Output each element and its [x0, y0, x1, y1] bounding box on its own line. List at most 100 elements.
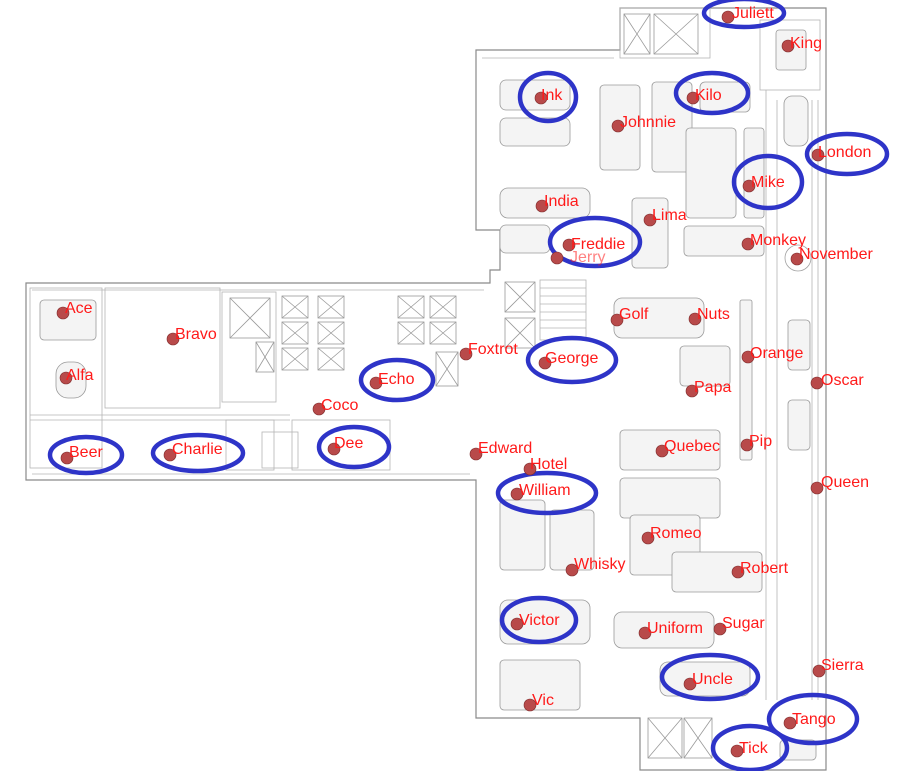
highlight-juliett — [701, 0, 787, 30]
marker-vic[interactable] — [523, 698, 537, 712]
label-nuts: Nuts — [697, 306, 730, 323]
highlight-beer — [47, 434, 125, 476]
highlight-george — [525, 335, 619, 385]
marker-alfa[interactable] — [59, 371, 73, 385]
label-george: George — [545, 350, 598, 367]
highlight-william — [495, 470, 599, 516]
label-johnnie: Johnnie — [620, 114, 676, 131]
label-oscar: Oscar — [821, 372, 864, 389]
marker-papa[interactable] — [685, 384, 699, 398]
label-jerry: Jerry — [570, 249, 606, 266]
marker-uniform[interactable] — [638, 626, 652, 640]
marker-charlie[interactable] — [163, 448, 177, 462]
marker-edward[interactable] — [469, 447, 483, 461]
highlight-tick — [710, 723, 790, 771]
marker-george[interactable] — [538, 356, 552, 370]
marker-tick[interactable] — [730, 744, 744, 758]
label-monkey: Monkey — [750, 232, 806, 249]
label-charlie: Charlie — [172, 441, 223, 458]
label-tick: Tick — [739, 740, 769, 757]
highlight-ink — [517, 70, 579, 124]
highlight-charlie — [150, 432, 246, 474]
marker-johnnie[interactable] — [611, 119, 625, 133]
label-william: William — [519, 482, 571, 499]
marker-london[interactable] — [811, 148, 825, 162]
marker-dee[interactable] — [327, 442, 341, 456]
stairwell — [539, 279, 587, 341]
highlight-freddie — [547, 215, 643, 269]
marker-jerry[interactable] — [550, 251, 564, 265]
marker-foxtrot[interactable] — [459, 347, 473, 361]
marker-freddie[interactable] — [562, 238, 576, 252]
label-india: India — [544, 193, 579, 210]
marker-queen[interactable] — [810, 481, 824, 495]
location-markers: Juliett King Ink Kilo Johnnie London Mik… — [56, 5, 873, 758]
label-beer: Beer — [69, 444, 103, 461]
label-golf: Golf — [619, 306, 649, 323]
marker-kilo[interactable] — [686, 91, 700, 105]
marker-beer[interactable] — [60, 451, 74, 465]
marker-golf[interactable] — [610, 313, 624, 327]
label-whisky: Whisky — [574, 556, 626, 573]
label-tango: Tango — [792, 711, 836, 728]
marker-ink[interactable] — [534, 91, 548, 105]
marker-whisky[interactable] — [565, 563, 579, 577]
highlight-tango — [766, 692, 860, 746]
marker-orange[interactable] — [741, 350, 755, 364]
label-orange: Orange — [750, 345, 803, 362]
marker-echo[interactable] — [369, 376, 383, 390]
label-uniform: Uniform — [647, 620, 703, 637]
marker-king[interactable] — [781, 39, 795, 53]
service-shafts — [229, 13, 713, 759]
marker-bravo[interactable] — [166, 332, 180, 346]
label-robert: Robert — [740, 560, 789, 577]
label-sugar: Sugar — [722, 615, 765, 632]
marker-november[interactable] — [790, 252, 804, 266]
highlight-victor — [499, 595, 579, 645]
highlight-mike — [731, 153, 805, 211]
label-uncle: Uncle — [692, 671, 733, 688]
label-hotel: Hotel — [530, 456, 567, 473]
label-london: London — [818, 144, 871, 161]
marker-ace[interactable] — [56, 306, 70, 320]
marker-quebec[interactable] — [655, 444, 669, 458]
label-mike: Mike — [751, 174, 785, 191]
marker-pip[interactable] — [740, 438, 754, 452]
label-queen: Queen — [821, 474, 869, 491]
label-ace: Ace — [65, 300, 93, 317]
label-juliett: Juliett — [732, 5, 774, 22]
marker-lima[interactable] — [643, 213, 657, 227]
marker-tango[interactable] — [783, 716, 797, 730]
label-sierra: Sierra — [821, 657, 864, 674]
marker-oscar[interactable] — [810, 376, 824, 390]
marker-nuts[interactable] — [688, 312, 702, 326]
marker-sierra[interactable] — [812, 664, 826, 678]
marker-monkey[interactable] — [741, 237, 755, 251]
highlight-rings — [47, 0, 890, 771]
highlight-kilo — [673, 70, 751, 116]
label-romeo: Romeo — [650, 525, 702, 542]
label-vic: Vic — [532, 692, 554, 709]
marker-sugar[interactable] — [713, 622, 727, 636]
building-outline — [25, 7, 827, 771]
marker-robert[interactable] — [731, 565, 745, 579]
label-king: King — [790, 35, 822, 52]
label-bravo: Bravo — [175, 326, 217, 343]
label-edward: Edward — [478, 440, 532, 457]
label-kilo: Kilo — [695, 87, 722, 104]
marker-coco[interactable] — [312, 402, 326, 416]
marker-mike[interactable] — [742, 179, 756, 193]
marker-victor[interactable] — [510, 617, 524, 631]
label-freddie: Freddie — [571, 236, 625, 253]
marker-juliett[interactable] — [721, 10, 735, 24]
label-foxtrot: Foxtrot — [468, 341, 518, 358]
label-coco: Coco — [321, 397, 358, 414]
highlight-london — [804, 131, 890, 177]
marker-hotel[interactable] — [523, 462, 537, 476]
marker-india[interactable] — [535, 199, 549, 213]
marker-uncle[interactable] — [683, 677, 697, 691]
label-pip: Pip — [749, 433, 772, 450]
marker-william[interactable] — [510, 487, 524, 501]
marker-romeo[interactable] — [641, 531, 655, 545]
